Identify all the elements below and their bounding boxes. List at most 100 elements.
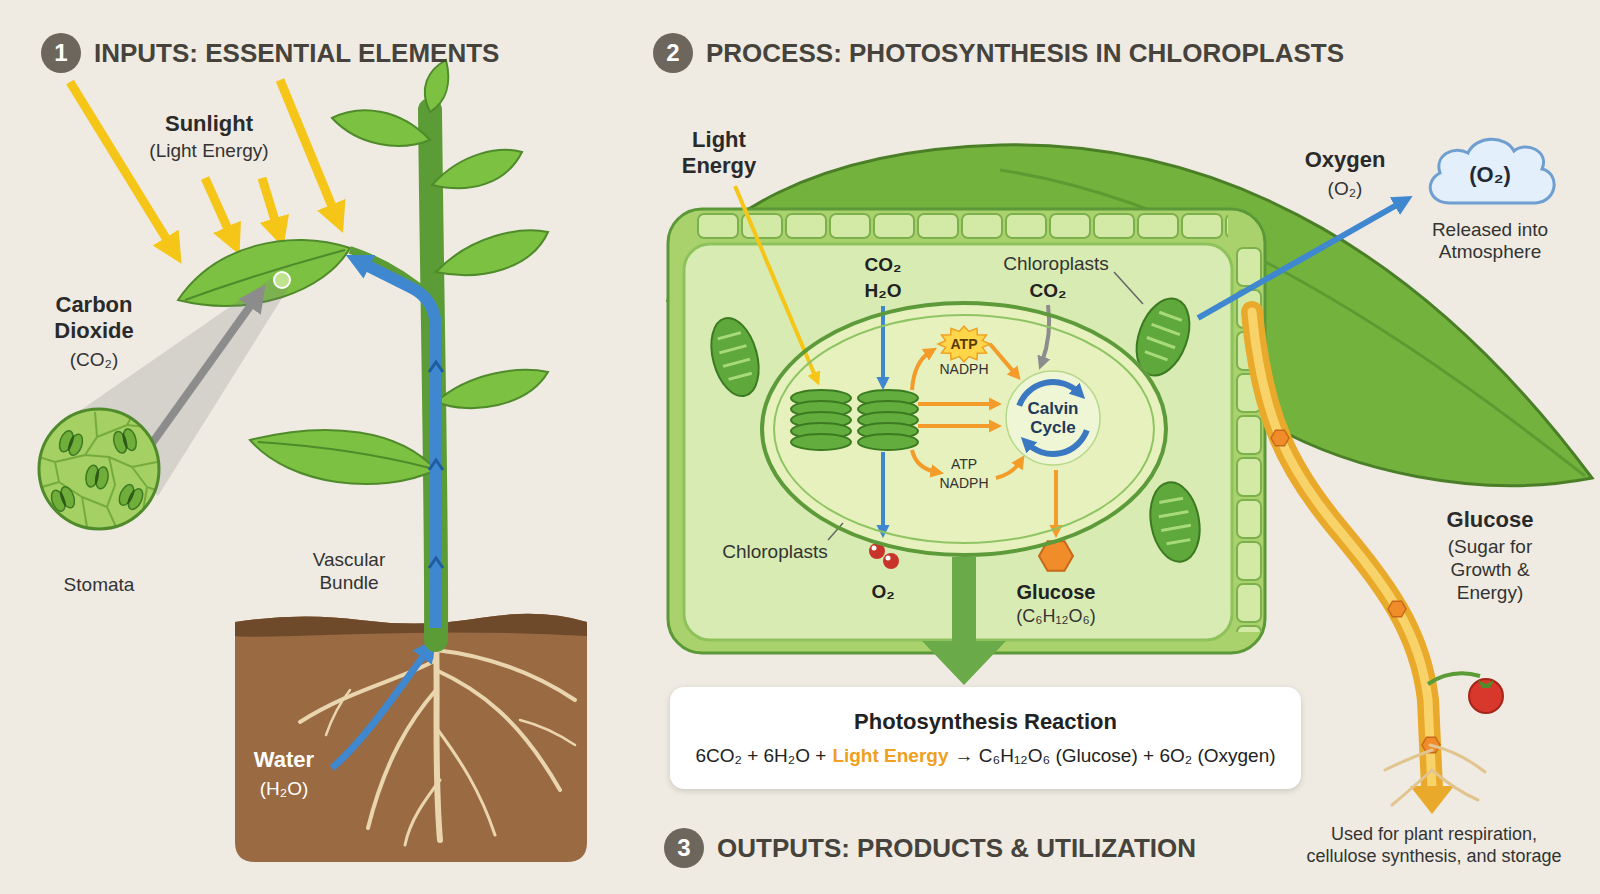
stoma-pore	[126, 489, 136, 505]
water-arrow	[332, 650, 428, 768]
product-note: (Sugar for Growth & Energy)	[1435, 536, 1545, 604]
chloroplast: ChloroplastsATPCalvin Cycle	[760, 301, 1168, 557]
sun-ray	[262, 178, 278, 230]
glucose-arrow	[1054, 470, 1058, 530]
cloud-label: (O₂)	[1469, 162, 1511, 188]
connector-arrow	[990, 344, 1021, 380]
stoma	[57, 429, 85, 457]
soil	[235, 614, 587, 862]
thylakoid	[791, 434, 851, 450]
grana	[716, 332, 754, 380]
formula-label: (C₆H₁₂O₆)	[1016, 606, 1096, 628]
highlight	[886, 556, 891, 561]
tomato	[1469, 679, 1503, 713]
formula-label: (O₂)	[1328, 178, 1363, 201]
formula-label: (CO₂)	[70, 349, 119, 372]
part-label: Stomata	[64, 574, 135, 597]
root	[1430, 745, 1485, 772]
energy-arrow	[918, 424, 994, 428]
sugar-hexagon	[1388, 601, 1406, 617]
oxygen-cloud: (O₂)Released into Atmosphere	[1420, 131, 1560, 211]
sun-ray	[280, 80, 336, 216]
callout-number: 2	[653, 33, 693, 73]
section-header: 2 PROCESS: PHOTOSYNTHESIS IN CHLOROPLASTS	[653, 33, 1344, 73]
highlight	[872, 546, 877, 551]
stoma-pore	[94, 469, 100, 485]
root	[326, 690, 350, 735]
molecule-label: NADPH	[939, 475, 988, 492]
equation-part: 6CO₂ + 6H₂O +	[695, 745, 826, 766]
roots	[1385, 745, 1485, 805]
epidermal-cells	[39, 407, 161, 529]
roots	[300, 636, 575, 845]
highlight-term: Light Energy	[832, 745, 948, 766]
section-header: 1INPUTS: ESSENTIAL ELEMENTS	[41, 33, 499, 73]
light-arrow	[735, 186, 816, 378]
energy-arrow	[912, 352, 930, 390]
formula-label: CO₂	[865, 254, 902, 277]
root	[438, 730, 495, 835]
arrowhead	[922, 641, 1006, 685]
leaf-vein	[258, 442, 430, 468]
phloem-arrowhead	[1410, 786, 1454, 814]
sun-ray	[70, 82, 172, 248]
reaction-box: Photosynthesis Reaction6CO₂ + 6H₂O +Ligh…	[670, 687, 1301, 789]
cloud-caption: Released into Atmosphere	[1410, 219, 1570, 263]
section-heading: PROCESS: PHOTOSYNTHESIS IN CHLOROPLASTS	[706, 38, 1344, 69]
arrowhead	[1007, 366, 1021, 380]
thylakoid-stacks	[791, 390, 918, 450]
stoma	[116, 482, 145, 511]
part-label: Vascular Bundle	[294, 549, 404, 595]
section-header: 3OUTPUTS: PRODUCTS & UTILIZATION	[664, 828, 1196, 868]
stoma	[84, 464, 109, 489]
starburst	[938, 326, 990, 362]
root	[436, 636, 440, 840]
molecule-label: ATP	[951, 336, 978, 353]
section-heading: INPUTS: ESSENTIAL ELEMENTS	[94, 38, 499, 69]
leaf	[436, 230, 548, 275]
guard-cell	[66, 432, 85, 457]
stomata-magnifier: Stomata	[37, 407, 161, 531]
root	[1432, 770, 1478, 800]
leaf	[432, 150, 522, 188]
root	[520, 720, 575, 745]
connector-line	[952, 557, 976, 643]
input-label: Water	[254, 747, 314, 773]
root	[436, 650, 575, 700]
product-label: Glucose	[1447, 507, 1534, 533]
stomata-view	[37, 407, 161, 531]
atp-starburst: ATP	[938, 326, 990, 362]
molecule-label: NADPH	[939, 361, 988, 378]
guard-cell	[94, 466, 110, 490]
root	[405, 780, 440, 845]
cell-walls	[39, 407, 161, 529]
oxygen-release-arrow	[1198, 202, 1402, 318]
formula-label: (H₂O)	[260, 778, 309, 801]
connector-line	[990, 344, 1014, 372]
tomato-sepal	[1478, 680, 1494, 688]
chloroplast-stroma	[760, 301, 1168, 557]
epidermis	[696, 213, 1228, 239]
molecule-label: ATP	[951, 456, 977, 473]
calvin-cycle: Calvin Cycle	[1004, 369, 1102, 467]
part-label: Chloroplasts	[1003, 253, 1109, 276]
grana	[1156, 498, 1193, 545]
small-chloroplast	[703, 313, 766, 402]
cycle-disc	[1006, 371, 1100, 465]
callout-number: 3	[664, 828, 704, 868]
formula-label: H₂O	[865, 280, 902, 303]
magnifier-rim	[39, 409, 159, 529]
input-label: Carbon Dioxide	[39, 292, 149, 345]
cycle-name: Calvin Cycle	[1017, 399, 1089, 437]
product-label: Oxygen	[1305, 147, 1386, 173]
flow-chevron	[429, 460, 443, 470]
leaf	[425, 60, 449, 112]
leader-line	[1114, 272, 1143, 304]
stoma-pore	[121, 433, 128, 449]
guard-cell	[121, 428, 138, 452]
flow-chevron	[429, 362, 443, 372]
guard-cell	[58, 485, 77, 510]
energy-arrow	[912, 450, 936, 472]
stoma-pore	[59, 491, 67, 507]
